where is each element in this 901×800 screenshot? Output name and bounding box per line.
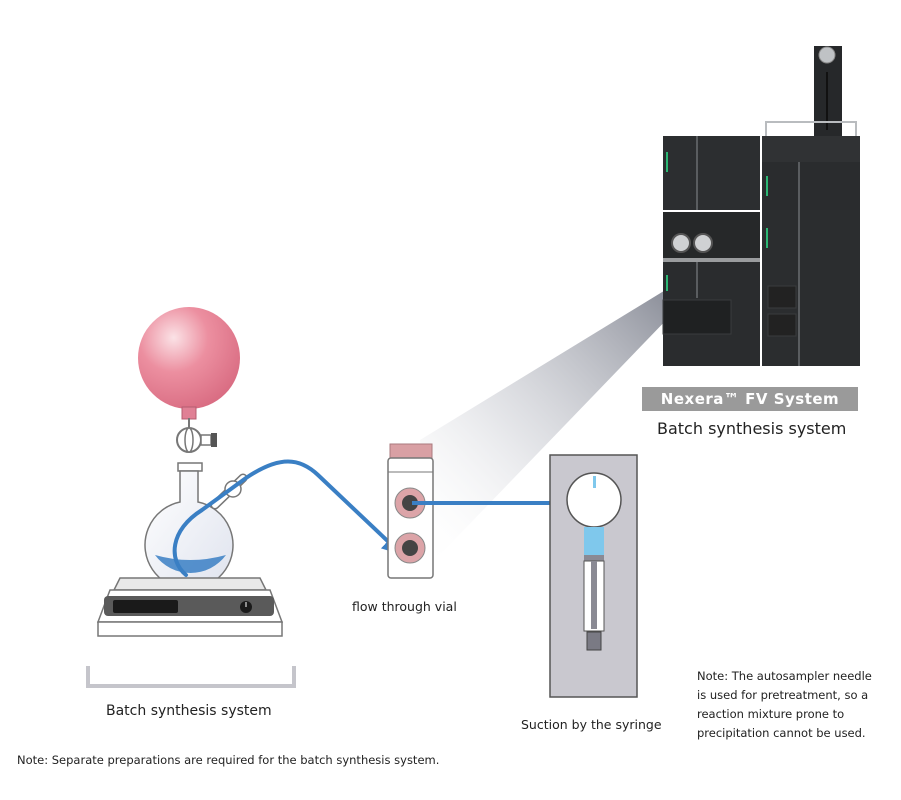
syringe-panel: [549, 454, 638, 698]
nexera-instrument: [662, 46, 860, 366]
vial-caption: flow through vial: [352, 599, 457, 614]
footer-note: Note: Separate preparations are required…: [17, 753, 440, 767]
instrument-caption: Batch synthesis system: [657, 419, 847, 438]
transfer-tube: [172, 459, 403, 577]
balloon: [138, 307, 240, 409]
product-badge: Nexera™ FV System: [642, 387, 858, 411]
zoom-beam: [420, 275, 700, 563]
note-line: precipitation cannot be used.: [697, 726, 866, 740]
flow-through-vial: [387, 443, 434, 579]
note-line: Note: The autosampler needle: [697, 669, 872, 683]
autosampler-note: Note: The autosampler needle is used for…: [697, 667, 872, 743]
batch-bracket: [86, 666, 296, 688]
note-line: reaction mixture prone to: [697, 707, 845, 721]
batch-apparatus: [96, 307, 403, 637]
syringe-caption: Suction by the syringe: [521, 717, 662, 732]
batch-caption: Batch synthesis system: [106, 703, 272, 719]
note-line: is used for pretreatment, so a: [697, 688, 869, 702]
